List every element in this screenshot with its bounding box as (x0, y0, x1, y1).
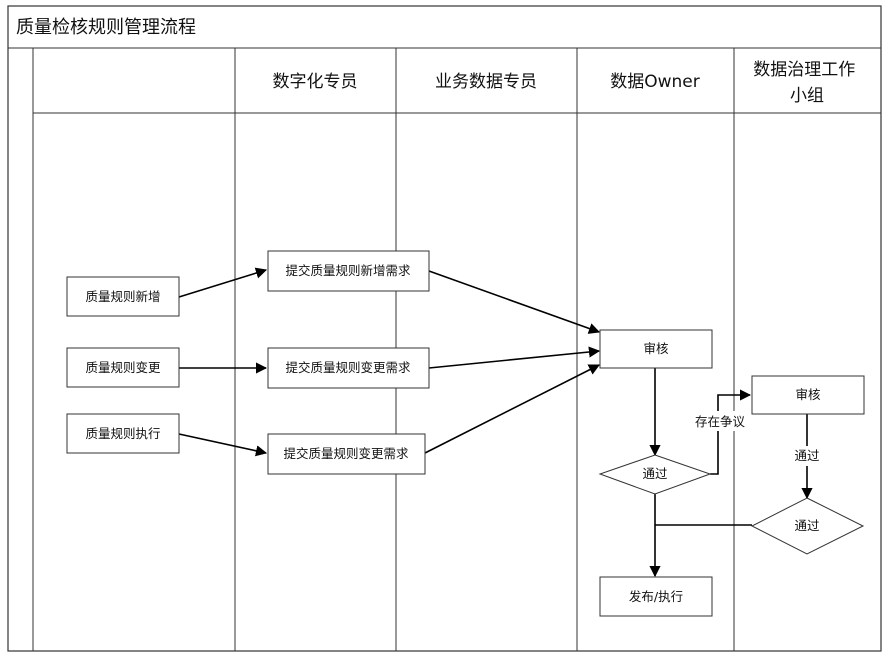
node-owner-review-label: 审核 (643, 341, 669, 356)
node-submit-new (267, 250, 430, 292)
node-gov-review-label: 审核 (795, 387, 821, 402)
node-gov-pass-decision (750, 497, 865, 555)
edge-new-to-submit (178, 267, 268, 298)
node-publish (599, 576, 713, 617)
diagram-title: 质量检核规则管理流程 (16, 17, 196, 38)
node-submit-change-2 (267, 433, 426, 475)
node-submit-change-label: 提交质量规则变更需求 (285, 360, 411, 375)
dispute-label-bg (694, 411, 746, 431)
lane-header-digital: 数字化专员 (273, 72, 358, 92)
node-rule-execute (66, 413, 180, 454)
node-rule-new-label: 质量规则新增 (85, 289, 160, 304)
node-owner-pass-decision (598, 454, 712, 495)
edge-label-gov-pass: 通过 (794, 448, 820, 463)
edge-label-dispute: 存在争议 (695, 414, 746, 429)
node-rule-new (66, 276, 180, 317)
node-publish-label: 发布/执行 (629, 589, 683, 604)
node-gov-pass-label: 通过 (794, 518, 820, 533)
node-owner-pass-label: 通过 (642, 466, 668, 481)
outer-frame (7, 5, 882, 652)
node-gov-review (751, 375, 865, 415)
edge-execute-to-submit (178, 433, 268, 457)
node-submit-new-label: 提交质量规则新增需求 (285, 263, 411, 278)
edge-submit-change-to-review (428, 346, 601, 369)
gov-pass-edge-label-bg (790, 446, 824, 466)
node-submit-change-2-label: 提交质量规则变更需求 (283, 446, 409, 461)
node-owner-review (599, 329, 713, 369)
node-rule-change-label: 质量规则变更 (85, 360, 161, 375)
edge-submit-new-to-review (428, 270, 601, 334)
edge-submit-change2-to-review (424, 364, 600, 454)
lane-header-owner: 数据Owner (610, 72, 700, 92)
node-submit-change (267, 347, 430, 389)
node-rule-change (66, 347, 180, 388)
edge-pass-to-gov-review (710, 389, 752, 475)
lane-header-business: 业务数据专员 (435, 72, 537, 92)
lane-header-governance: 数据治理工作 小组 (753, 60, 860, 106)
node-rule-execute-label: 质量规则执行 (85, 426, 160, 441)
